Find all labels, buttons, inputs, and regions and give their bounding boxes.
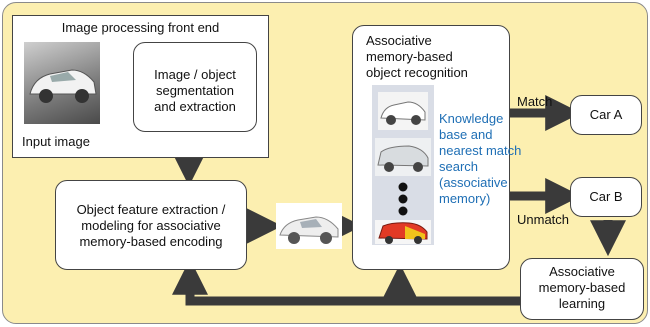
car-a-box: [570, 95, 642, 135]
car-b-box: [570, 177, 642, 217]
recognition-title-2: memory-based: [366, 49, 453, 64]
segmentation-line-3: and extraction: [154, 99, 236, 114]
car-silver-icon: [377, 145, 429, 172]
segmentation-box: [133, 42, 257, 132]
car-silhouette-icon: [279, 216, 339, 244]
feature-extraction-box: [55, 180, 247, 270]
match-label: Match: [517, 94, 553, 109]
learning-line-3: learning: [558, 296, 606, 311]
learning-box: [520, 258, 644, 320]
recognition-title-3: object recognition: [366, 65, 468, 80]
knowledge-line-5: (associative: [439, 175, 508, 190]
feature-line-1: Object feature extraction /: [76, 202, 226, 217]
feature-line-3: memory-based encoding: [79, 234, 223, 249]
encoded-car-image: [276, 203, 342, 249]
knowledge-line-1: Knowledge: [439, 111, 504, 126]
car-a-label: Car A: [589, 107, 623, 122]
car-white-icon: [380, 101, 426, 125]
input-image: [24, 42, 100, 124]
car-b-label: Car B: [589, 189, 623, 204]
car-photo-icon: [29, 69, 97, 103]
db-car-white: [378, 92, 428, 130]
knowledge-line-4: search: [439, 159, 479, 174]
segmentation-line-1: Image / object: [154, 67, 236, 82]
db-car-red: [375, 220, 431, 244]
car-red-icon: [378, 222, 428, 244]
knowledge-line-6: memory): [439, 191, 491, 206]
learning-line-1: Associative: [549, 264, 615, 279]
knowledge-line-2: base and: [439, 127, 493, 142]
knowledge-line-3: nearest match: [439, 143, 522, 158]
db-car-silver: [375, 138, 431, 176]
input-image-label: Input image: [22, 134, 90, 149]
learning-line-2: memory-based: [538, 280, 626, 295]
feature-line-2: modeling for associative: [81, 218, 221, 233]
unmatch-label: Unmatch: [517, 212, 570, 227]
front-end-title: Image processing front end: [61, 20, 220, 35]
segmentation-line-2: segmentation: [155, 83, 235, 98]
arrow-learning-feedback: [172, 258, 520, 306]
recognition-title-1: Associative: [366, 33, 432, 48]
